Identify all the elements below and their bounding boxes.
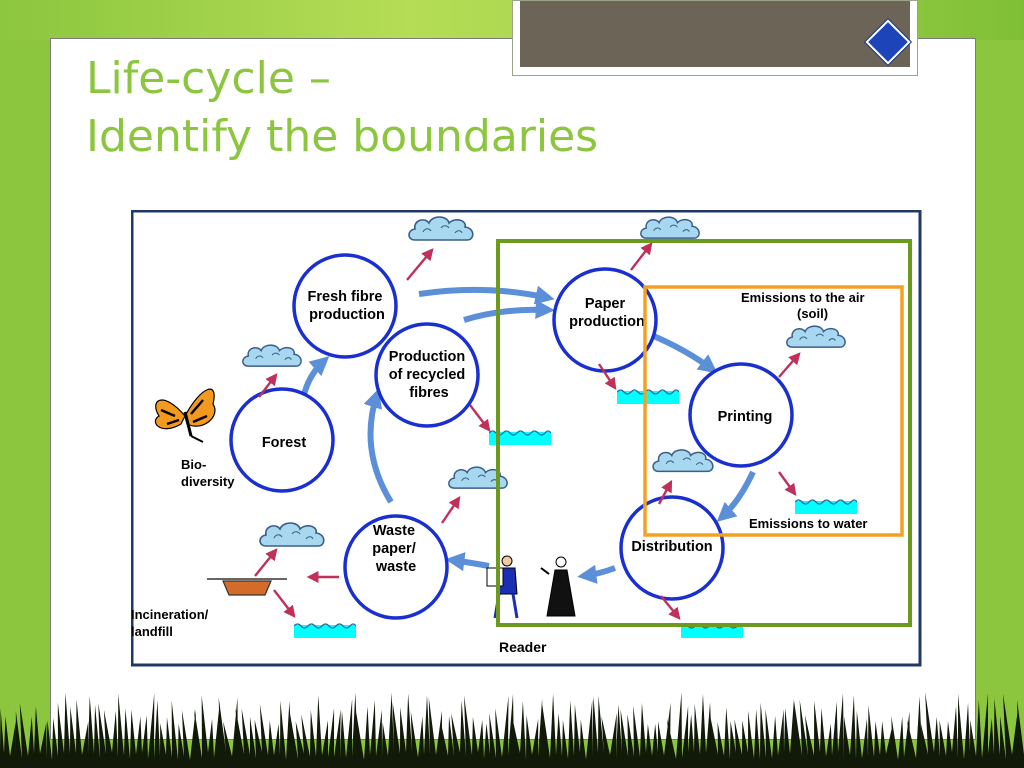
node-forest (229, 387, 335, 493)
emission-arrow (598, 363, 617, 390)
node-printing (688, 362, 794, 468)
paper-production-label: Paper production (569, 296, 645, 330)
distribution-label: Distribution (631, 539, 712, 555)
emission-arrow (406, 248, 434, 281)
emissions-air-label-2: (soil) (797, 306, 828, 321)
flow-arrow-paper-to-printing (647, 331, 718, 374)
emission-arrow (778, 352, 801, 378)
incineration-label-2: landfill (131, 624, 173, 639)
reader-figures-icon (486, 555, 576, 619)
flow-arrow-fresh-to-paper (418, 285, 555, 305)
printing-label: Printing (718, 409, 773, 425)
decorative-title-tab (512, 0, 918, 76)
life-cycle-diagram: Fresh fibre production Production of rec… (131, 210, 922, 667)
node-fresh-fibre-production (292, 253, 398, 359)
grass-decoration (0, 692, 1024, 768)
emission-arrow (657, 479, 673, 505)
node-waste-paper (343, 514, 449, 620)
flow-arrow-reader-to-waste (445, 552, 490, 572)
emissions-air-label-1: Emissions to the air (741, 290, 865, 305)
emission-arrow (778, 471, 797, 496)
flow-arrow-printing-to-distribution (716, 470, 756, 522)
flow-arrow-distribution-to-reader (577, 564, 617, 584)
slide-title-line-2: Identify the boundaries (86, 111, 599, 162)
emission-arrow (660, 595, 681, 620)
grass-blades (0, 692, 1024, 768)
reader-label: Reader (499, 639, 547, 655)
water-icon (294, 623, 356, 638)
emission-arrow (630, 242, 653, 271)
landfill-pit-icon (207, 578, 287, 596)
emissions-water-label: Emissions to water (749, 516, 867, 531)
biodiversity-label-2: diversity (181, 474, 235, 489)
slide-title: Life-cycle – Identify the boundaries (86, 50, 598, 166)
recycled-fibres-label: Production of recycled fibres (389, 349, 470, 401)
emission-arrow (258, 373, 278, 398)
slide-title-line-1: Life-cycle – (86, 53, 331, 104)
emission-arrows (254, 242, 801, 620)
butterfly-icon (154, 388, 216, 443)
biodiversity-label-1: Bio- (181, 457, 206, 472)
fresh-fibre-label: Fresh fibre production (308, 289, 387, 323)
water-icon (617, 389, 679, 404)
emission-arrow (254, 548, 278, 577)
incineration-label-1: Incineration/ (131, 607, 209, 622)
system-boundary-green (496, 239, 912, 627)
process-circles (229, 253, 794, 620)
water-icon (795, 499, 857, 514)
emission-arrow (441, 496, 461, 524)
flow-arrow-recycled-to-paper (463, 299, 555, 323)
emission-arrow (469, 404, 491, 432)
forest-label: Forest (262, 435, 306, 451)
emission-arrow (273, 589, 296, 618)
printing-boundary-orange (643, 285, 904, 537)
waste-paper-label: Waste paper/ waste (372, 523, 420, 575)
node-production-of-recycled-fibres (374, 322, 480, 428)
title-tab-panel (520, 1, 910, 67)
flow-arrow-waste-to-recycled (363, 388, 394, 504)
